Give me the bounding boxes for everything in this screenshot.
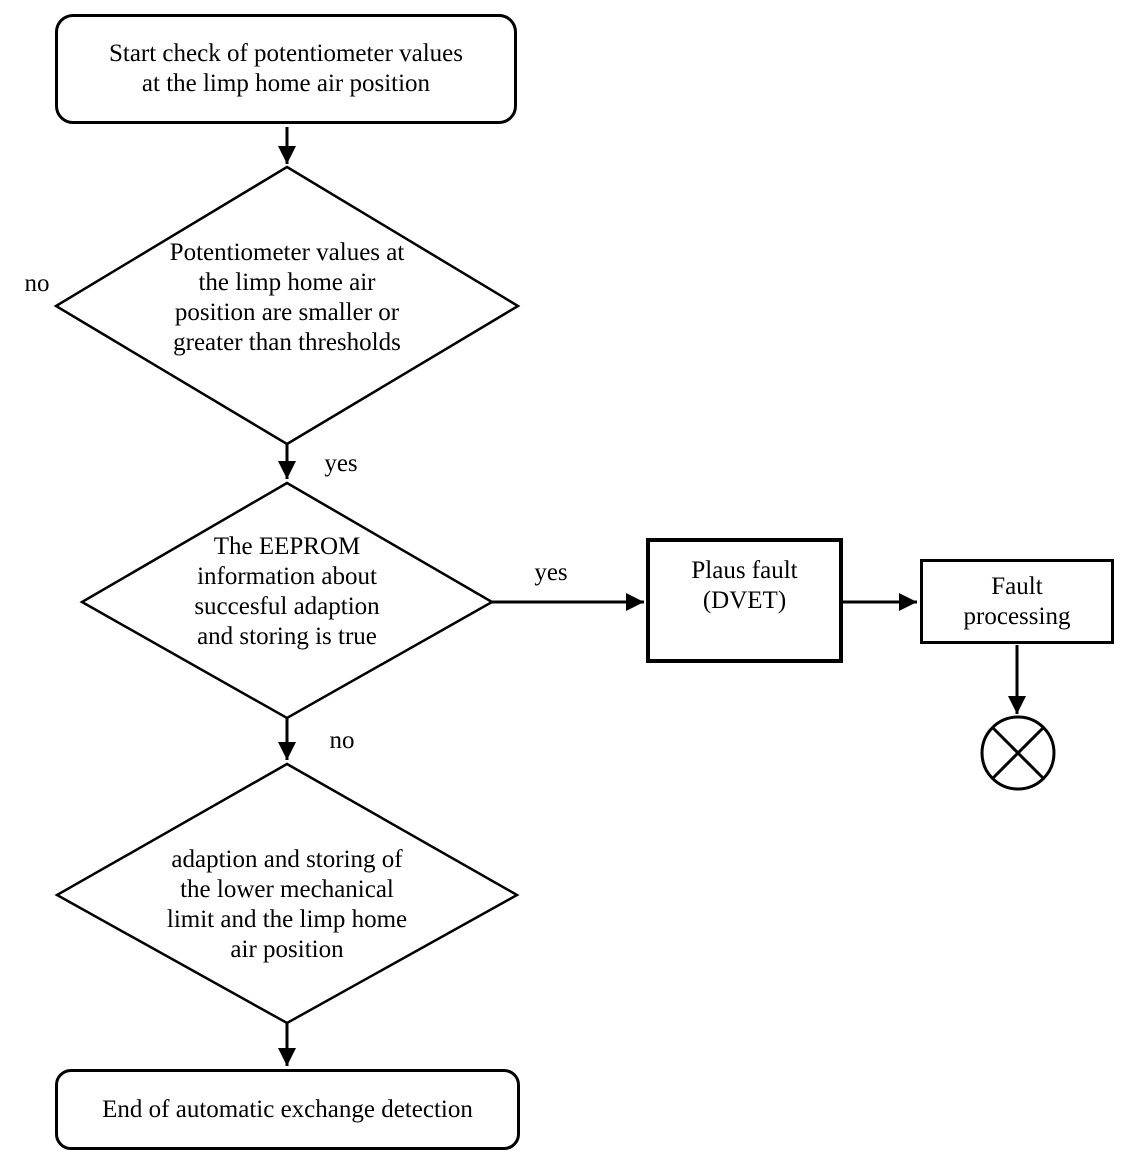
plaus-fault-node-label: Plaus fault (DVET)	[691, 556, 798, 614]
end-node: End of automatic exchange detection	[55, 1069, 520, 1150]
edge-label-yes-down: yes	[324, 450, 358, 477]
edge-label-yes-right: yes	[534, 559, 568, 586]
start-node: Start check of potentiometer values at t…	[55, 14, 517, 124]
fault-processing-node: Fault processing	[920, 559, 1114, 644]
plaus-fault-node: Plaus fault (DVET)	[646, 538, 843, 663]
fault-processing-node-label: Fault processing	[963, 572, 1071, 630]
diamond-eeprom-shape	[79, 481, 495, 720]
diamond-adaption-shape	[54, 762, 520, 1025]
start-node-label: Start check of potentiometer values at t…	[108, 40, 464, 97]
diamond-thresholds-shape	[53, 165, 521, 446]
end-node-label: End of automatic exchange detection	[102, 1095, 473, 1123]
crossed-circle-terminator-icon	[980, 715, 1056, 791]
edge-label-no-down: no	[329, 727, 355, 754]
edge-label-no-left: no	[24, 270, 50, 297]
